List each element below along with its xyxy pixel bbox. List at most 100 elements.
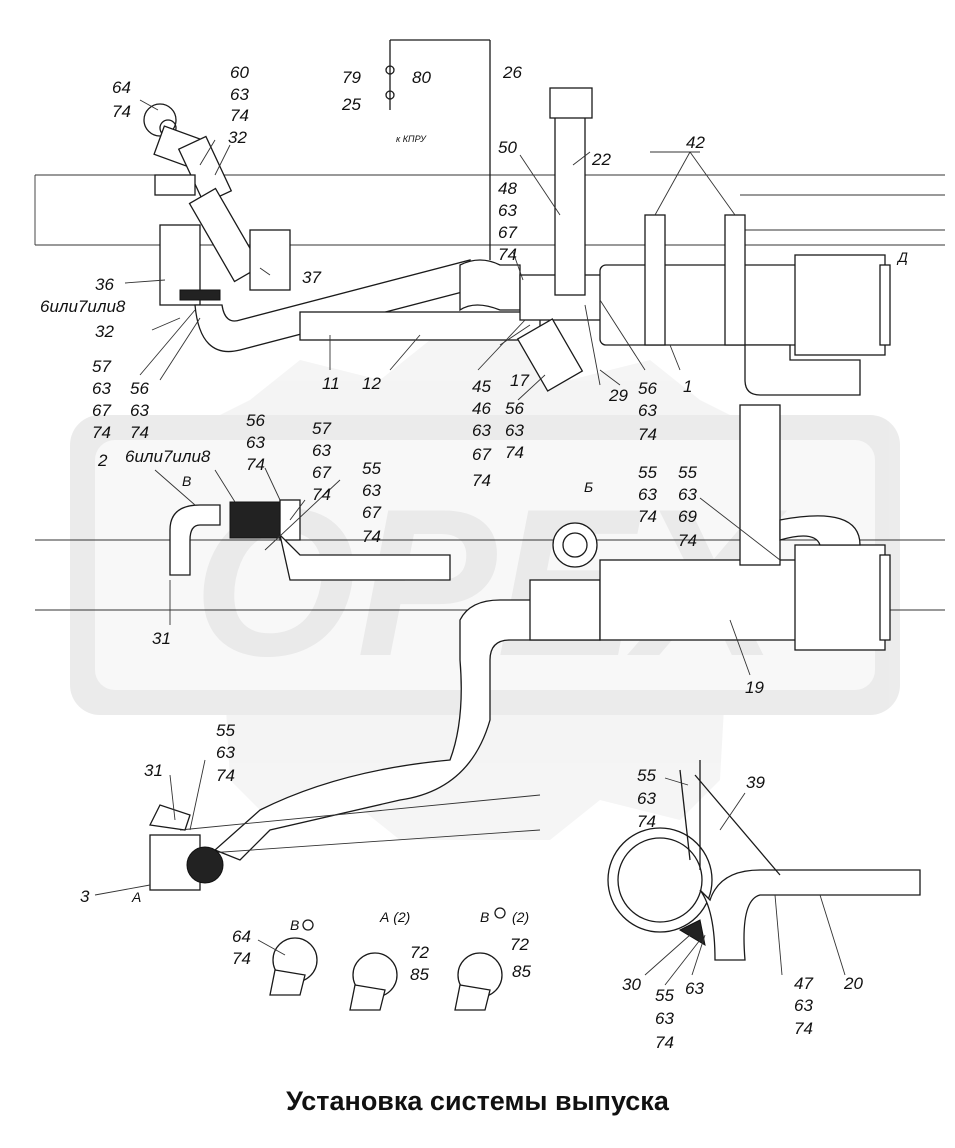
label-74-g: 74 (505, 443, 524, 462)
label-74-l: 74 (638, 507, 657, 526)
label-3: 3 (80, 887, 90, 906)
label-85-b: 85 (512, 962, 531, 981)
label-74-e: 74 (130, 423, 149, 442)
label-2: 2 (97, 451, 108, 470)
label-63-j: 63 (362, 481, 381, 500)
label-31-b: 31 (144, 761, 163, 780)
view-label-v-2: В (480, 909, 489, 925)
label-55-b: 55 (638, 463, 657, 482)
label-74-p: 74 (232, 949, 251, 968)
label-74-f: 74 (472, 471, 491, 490)
lower-right-view (607, 760, 921, 961)
label-74-k: 74 (362, 527, 381, 546)
label-63-o: 63 (655, 1009, 674, 1028)
view-label-a: А (2) (379, 909, 410, 925)
lower-left-view (149, 794, 541, 891)
label-63-k: 63 (638, 485, 657, 504)
label-30: 30 (622, 975, 641, 994)
label-48: 48 (498, 179, 517, 198)
label-1: 1 (683, 377, 692, 396)
label-72-b: 72 (510, 935, 529, 954)
label-25: 25 (341, 95, 361, 114)
label-74-q: 74 (655, 1033, 674, 1052)
view-label-v: В (290, 917, 299, 933)
label-63-m: 63 (216, 743, 235, 762)
label-63-e: 63 (472, 421, 491, 440)
label-45: 45 (472, 377, 491, 396)
label-26: 26 (502, 63, 522, 82)
label-32-a: 32 (228, 128, 247, 147)
arrow-label-b: Б (584, 479, 593, 495)
label-12: 12 (362, 374, 381, 393)
label-63-g: 63 (638, 401, 657, 420)
leader-lines (94, 99, 846, 986)
label-63-d: 63 (130, 401, 149, 420)
label-64-b: 64 (232, 927, 251, 946)
label-37: 37 (302, 268, 321, 287)
label-63-c: 63 (92, 379, 111, 398)
label-57-b: 57 (312, 419, 331, 438)
label-74-n: 74 (216, 766, 235, 785)
label-50: 50 (498, 138, 517, 157)
label-74-j: 74 (312, 485, 331, 504)
label-63-l: 63 (678, 485, 697, 504)
label-69: 69 (678, 507, 697, 526)
label-67-d: 67 (312, 463, 331, 482)
label-74-d: 74 (92, 423, 111, 442)
label-47: 47 (794, 974, 813, 993)
label-63-n: 63 (637, 789, 656, 808)
note-kpu: к КПРУ (396, 134, 427, 144)
label-85-a: 85 (410, 965, 429, 984)
middle-view (35, 404, 945, 861)
label-42: 42 (686, 133, 705, 152)
label-74-o: 74 (637, 812, 656, 831)
label-56-c: 56 (638, 379, 657, 398)
label-63-i: 63 (312, 441, 331, 460)
label-74-m: 74 (678, 531, 697, 550)
callout-labels: 64 74 60 63 74 32 79 80 25 к КПРУ 26 50 … (40, 63, 908, 1052)
label-55-c: 55 (678, 463, 697, 482)
label-74-h: 74 (638, 425, 657, 444)
label-39: 39 (746, 773, 765, 792)
label-6or7or8-b: 6или7или8 (125, 447, 211, 466)
label-74-i: 74 (246, 455, 265, 474)
label-19: 19 (745, 678, 764, 697)
label-74-b: 74 (230, 106, 249, 125)
label-74-c: 74 (498, 245, 517, 264)
label-46: 46 (472, 399, 491, 418)
label-36: 36 (95, 275, 114, 294)
label-63-a: 63 (230, 85, 249, 104)
label-31-a: 31 (152, 629, 171, 648)
label-79: 79 (342, 68, 361, 87)
label-67-b: 67 (92, 401, 111, 420)
view-label-v-2-count: (2) (512, 909, 529, 925)
label-63-f: 63 (505, 421, 524, 440)
label-29: 29 (608, 386, 628, 405)
label-60: 60 (230, 63, 249, 82)
label-57-a: 57 (92, 357, 111, 376)
label-64-a: 64 (112, 78, 131, 97)
label-63-q: 63 (794, 996, 813, 1015)
detail-views (269, 907, 506, 1011)
label-55-e: 55 (637, 766, 656, 785)
upper-pipes (299, 39, 891, 396)
label-74-a: 74 (112, 102, 131, 121)
label-32-b: 32 (95, 322, 114, 341)
label-72-a: 72 (410, 943, 429, 962)
label-63-b: 63 (498, 201, 517, 220)
label-55-f: 55 (655, 986, 674, 1005)
label-55-d: 55 (216, 721, 235, 740)
label-56-a: 56 (130, 379, 149, 398)
arrow-label-a-1: А (131, 889, 141, 905)
label-67-a: 67 (498, 223, 517, 242)
label-55-a: 55 (362, 459, 381, 478)
label-74-r: 74 (794, 1019, 813, 1038)
label-80: 80 (412, 68, 431, 87)
label-67-c: 67 (472, 445, 491, 464)
arrow-label-v-1: В (182, 473, 191, 489)
label-20: 20 (843, 974, 863, 993)
label-6or7or8-a: 6или7или8 (40, 297, 126, 316)
label-17: 17 (510, 371, 529, 390)
